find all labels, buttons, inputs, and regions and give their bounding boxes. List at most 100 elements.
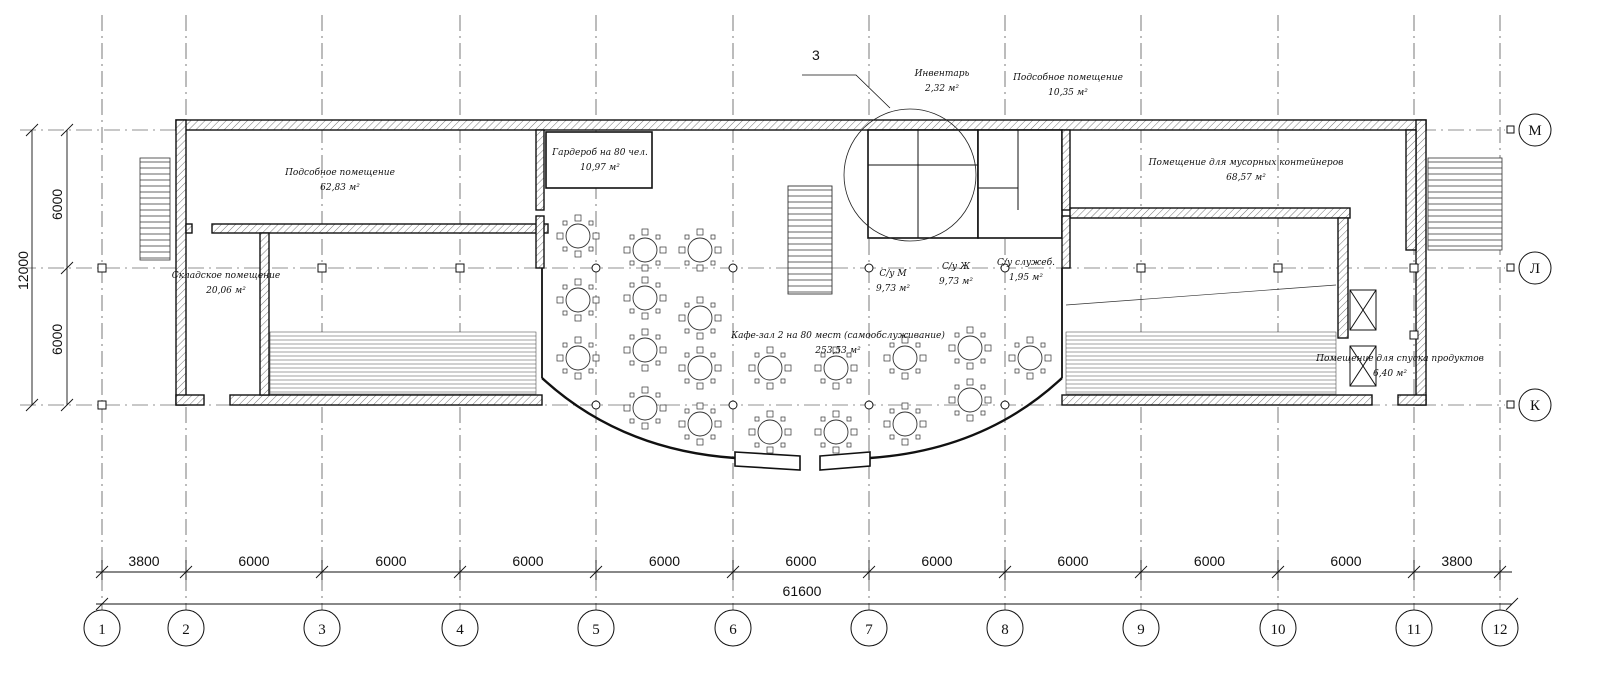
chair (1044, 354, 1052, 362)
chair (562, 310, 568, 316)
detail-callout: 3 (802, 47, 977, 242)
chair (710, 408, 716, 414)
chair (980, 358, 986, 364)
chair (919, 420, 927, 428)
chair (574, 278, 582, 286)
chair (562, 368, 568, 374)
cafe-table (623, 228, 667, 272)
chair (710, 434, 716, 440)
chair (846, 352, 852, 358)
column-axis-label: 11 (1407, 622, 1421, 638)
room-label-name: Подсобное помещение (284, 167, 395, 178)
chair (915, 434, 921, 440)
table-top (823, 419, 849, 445)
room-label-area: 62,83 м² (320, 183, 360, 193)
span-dimension: 6000 (375, 553, 406, 569)
chair (710, 302, 716, 308)
chair (696, 346, 704, 354)
chair (948, 344, 956, 352)
chair (696, 382, 704, 390)
chair (846, 416, 852, 422)
room-label-area: 1,95 м² (1009, 273, 1043, 283)
chair (1008, 354, 1016, 362)
column-marker (728, 263, 738, 273)
chair (629, 282, 635, 288)
chair (714, 246, 722, 254)
column-marker (97, 400, 107, 410)
chair (629, 392, 635, 398)
table-top (632, 285, 658, 311)
chair (766, 410, 774, 418)
cafe-table (948, 326, 992, 370)
row-axis-label: Л (1530, 261, 1540, 277)
chair (623, 246, 631, 254)
chair (588, 284, 594, 290)
cafe-table (678, 346, 722, 390)
chair (954, 332, 960, 338)
chair (641, 264, 649, 272)
chair (574, 250, 582, 258)
table-top (1017, 345, 1043, 371)
column-axis-circle (441, 609, 479, 647)
column-axis-label: 1 (98, 622, 106, 638)
chair (748, 364, 756, 372)
span-dimension: 6000 (512, 553, 543, 569)
chair (1014, 342, 1020, 348)
table-top (565, 287, 591, 313)
span-dimension: 6000 (238, 553, 269, 569)
room-label-area: 9,73 м² (876, 284, 910, 294)
cafe-table (623, 386, 667, 430)
chair (754, 378, 760, 384)
chair (1040, 368, 1046, 374)
room-label-name: Подсобное помещение (1012, 72, 1123, 83)
chair (678, 246, 686, 254)
table-top (565, 223, 591, 249)
column-axis-label: 2 (182, 622, 190, 638)
chair (659, 346, 667, 354)
column-axis-label: 10 (1271, 622, 1286, 638)
chair (588, 368, 594, 374)
table-top (823, 355, 849, 381)
chair (889, 342, 895, 348)
chair (714, 314, 722, 322)
table-top (632, 395, 658, 421)
chair (684, 234, 690, 240)
column-marker (455, 263, 465, 273)
cafe-table (748, 410, 792, 454)
column-marker (1409, 263, 1419, 273)
span-dimension: 6000 (1330, 553, 1361, 569)
chair (1014, 368, 1020, 374)
column-marker (97, 263, 107, 273)
chair (966, 378, 974, 386)
chair (984, 344, 992, 352)
span-dimension: 3800 (1441, 553, 1472, 569)
chair (954, 358, 960, 364)
chair (832, 410, 840, 418)
ramp-west (269, 331, 537, 395)
chair (641, 328, 649, 336)
chair (678, 364, 686, 372)
chair (574, 336, 582, 344)
table-top (757, 355, 783, 381)
column-axis-circle (850, 609, 888, 647)
ramp-east (1065, 284, 1337, 395)
cafe-curved-facade (541, 268, 1063, 471)
column-axis-label: 9 (1137, 622, 1145, 638)
chair (954, 410, 960, 416)
chair (919, 354, 927, 362)
table-top (632, 337, 658, 363)
chair (780, 442, 786, 448)
column-axis-circle (303, 609, 341, 647)
table-top (757, 419, 783, 445)
span-dimension: 6000 (649, 553, 680, 569)
row-axis-label: К (1530, 398, 1541, 414)
room-label-area: 10,35 м² (1048, 88, 1088, 98)
column-axis-circle (1481, 609, 1519, 647)
chair (684, 352, 690, 358)
table-top (687, 237, 713, 263)
chair (814, 364, 822, 372)
chair (641, 312, 649, 320)
chair (889, 368, 895, 374)
